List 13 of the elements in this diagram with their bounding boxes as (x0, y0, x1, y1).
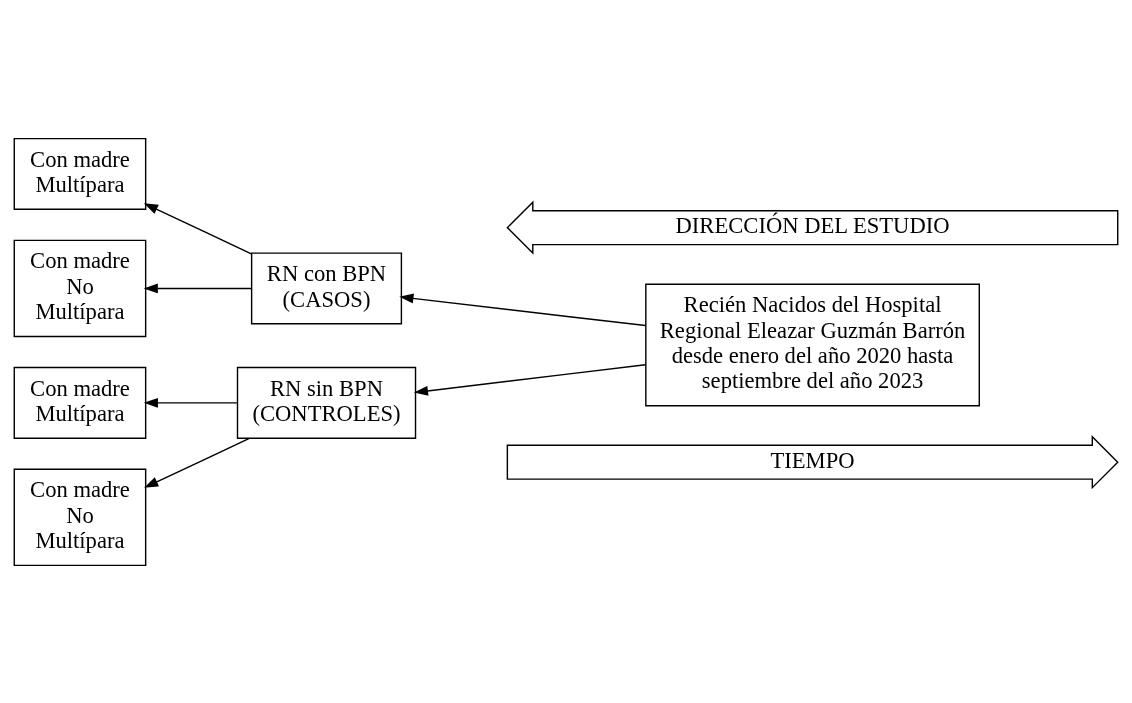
node-box: Con madre No Multípara (13, 468, 147, 566)
node-box: Con madre Multípara (13, 137, 147, 210)
node-box: Recién Nacidos del Hospital Regional Eleazar Guzmán Barrón desde enero del año 2020 hasta septiembre del año 2023 (645, 282, 980, 406)
arrow (413, 363, 647, 396)
node-box: Con madre No Multípara (13, 239, 147, 337)
arrow (144, 437, 251, 488)
node-box: RN con BPN (CASOS) (250, 251, 403, 324)
node-box: RN sin BPN (CONTROLES) (236, 366, 417, 439)
arrow (399, 293, 647, 326)
arrow (143, 282, 253, 293)
arrow (143, 202, 253, 254)
arrow (143, 397, 238, 408)
node-box: Con madre Multípara (13, 366, 147, 439)
